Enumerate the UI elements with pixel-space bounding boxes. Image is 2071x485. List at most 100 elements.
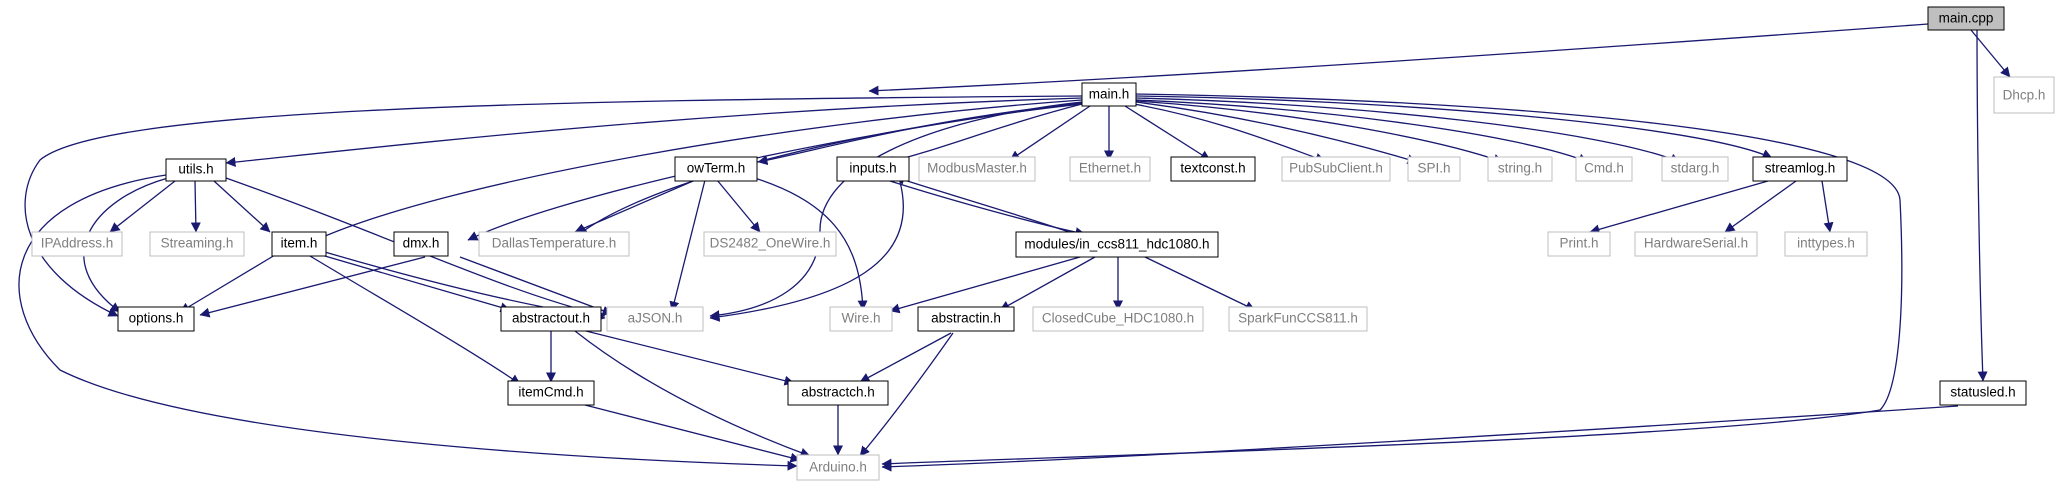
node-arduino-h[interactable]: Arduino.h <box>796 454 880 481</box>
svg-text:ClosedCube_HDC1080.h: ClosedCube_HDC1080.h <box>1042 311 1194 326</box>
svg-text:textconst.h: textconst.h <box>1180 161 1245 176</box>
edge-main-h-to-textconst <box>1124 105 1211 161</box>
svg-text:owTerm.h: owTerm.h <box>687 161 746 176</box>
edge-main-h-to-options-h <box>24 95 1083 317</box>
edge-main-h-to-utils-h <box>225 97 1083 167</box>
node-closedcube-hdc1080-h[interactable]: ClosedCube_HDC1080.h <box>1032 306 1204 332</box>
node-abstractch-h[interactable]: abstractch.h <box>787 380 889 406</box>
edge-item-to-abstractout <box>317 253 511 313</box>
edge-abstractout-to-abstractch <box>585 330 795 386</box>
node-sparkfunccs811-h[interactable]: SparkFunCCS811.h <box>1228 306 1368 332</box>
node-streamlog-h[interactable]: streamlog.h <box>1752 156 1848 182</box>
svg-text:DS2482_OneWire.h: DS2482_OneWire.h <box>710 236 831 251</box>
svg-text:PubSubClient.h: PubSubClient.h <box>1289 161 1383 176</box>
svg-text:main.cpp: main.cpp <box>1939 11 1994 26</box>
node-options-h[interactable]: options.h <box>117 306 195 332</box>
node-utils-h[interactable]: utils.h <box>165 158 227 182</box>
node-inttypes-h[interactable]: inttypes.h <box>1784 231 1868 257</box>
edge-dmx-to-ajson <box>459 256 613 316</box>
svg-text:Wire.h: Wire.h <box>841 311 880 326</box>
edge-inputs-to-modules <box>889 180 1086 238</box>
node-string-h[interactable]: string.h <box>1487 156 1553 182</box>
node-textconst-h[interactable]: textconst.h <box>1170 156 1256 182</box>
nodes: main.cpp main.h Dhcp.h statusled.h Ardui… <box>31 6 2055 481</box>
node-dhcp-h[interactable]: Dhcp.h <box>1993 76 2055 114</box>
svg-text:Print.h: Print.h <box>1559 236 1598 251</box>
svg-text:HardwareSerial.h: HardwareSerial.h <box>1644 236 1748 251</box>
node-ethernet-h[interactable]: Ethernet.h <box>1069 156 1151 182</box>
edge-main-h-to-item-h <box>315 99 1083 241</box>
edge-streamlog-to-hardwareserial <box>1724 180 1797 233</box>
svg-text:DallasTemperature.h: DallasTemperature.h <box>492 236 617 251</box>
edge-abstractout-to-arduino <box>574 330 811 458</box>
node-wire-h[interactable]: Wire.h <box>829 306 893 332</box>
edge-main-h-to-inputs <box>884 103 1083 166</box>
node-owterm-h[interactable]: owTerm.h <box>674 156 758 182</box>
edge-main-h-to-pubsub <box>1133 103 1326 163</box>
svg-text:stdarg.h: stdarg.h <box>1671 161 1720 176</box>
svg-text:Streaming.h: Streaming.h <box>161 236 234 251</box>
node-main-h[interactable]: main.h <box>1081 82 1137 107</box>
node-dallastemperature-h[interactable]: DallasTemperature.h <box>478 231 630 257</box>
edge-main-cpp-to-dhcp-h <box>1965 23 2011 78</box>
edge-item-to-options <box>179 254 276 313</box>
node-main-cpp[interactable]: main.cpp <box>1927 6 2005 31</box>
node-cmd-h[interactable]: Cmd.h <box>1575 156 1633 182</box>
edge-modules-to-sparkfun <box>1144 256 1256 311</box>
svg-text:Arduino.h: Arduino.h <box>809 460 867 475</box>
edge-main-cpp-to-statusled-h <box>1976 23 1988 382</box>
svg-text:inttypes.h: inttypes.h <box>1797 236 1855 251</box>
edge-inputs-to-ajson <box>709 181 905 322</box>
edge-itemcmd-to-arduino <box>584 404 801 463</box>
node-streaming-h[interactable]: Streaming.h <box>149 231 245 257</box>
node-abstractin-h[interactable]: abstractin.h <box>917 306 1015 332</box>
svg-text:utils.h: utils.h <box>178 162 213 177</box>
node-abstractout-h[interactable]: abstractout.h <box>500 306 602 332</box>
edge-main-h-to-cmd <box>1135 99 1589 164</box>
edges <box>18 23 2011 472</box>
node-modules-in-ccs811-hdc1080-h[interactable]: modules/in_ccs811_hdc1080.h <box>1015 231 1219 258</box>
node-statusled-h[interactable]: statusled.h <box>1939 380 2027 406</box>
node-ds2482-onewire-h[interactable]: DS2482_OneWire.h <box>703 231 837 257</box>
svg-text:Cmd.h: Cmd.h <box>1584 161 1624 176</box>
node-item-h[interactable]: item.h <box>271 231 327 257</box>
edge-utils-to-ipaddress <box>109 180 176 233</box>
svg-text:SPI.h: SPI.h <box>1417 161 1450 176</box>
svg-text:ModbusMaster.h: ModbusMaster.h <box>927 161 1027 176</box>
edge-utils-to-item <box>213 180 271 233</box>
edge-streamlog-to-inttypes <box>1821 180 1834 233</box>
edge-main-h-to-arduino <box>881 93 1903 469</box>
node-pubsubclient-h[interactable]: PubSubClient.h <box>1281 156 1391 182</box>
svg-text:modules/in_ccs811_hdc1080.h: modules/in_ccs811_hdc1080.h <box>1024 237 1209 252</box>
edge-owterm-to-wire <box>744 174 868 311</box>
edge-item-to-itemcmd <box>309 255 521 385</box>
svg-text:aJSON.h: aJSON.h <box>628 311 683 326</box>
edge-dmx-to-options <box>199 256 426 318</box>
svg-text:SparkFunCCS811.h: SparkFunCCS811.h <box>1238 311 1358 326</box>
edge-modules-to-inputs <box>894 175 1076 235</box>
node-spi-h[interactable]: SPI.h <box>1407 156 1461 182</box>
node-hardwareserial-h[interactable]: HardwareSerial.h <box>1634 231 1758 257</box>
svg-text:inputs.h: inputs.h <box>849 161 896 176</box>
edge-streamlog-to-print <box>1589 180 1769 235</box>
node-stdarg-h[interactable]: stdarg.h <box>1661 156 1729 182</box>
edge-main-h-to-stdarg <box>1135 97 1681 164</box>
node-itemcmd-h[interactable]: itemCmd.h <box>507 380 595 406</box>
node-ajson-h[interactable]: aJSON.h <box>606 306 704 332</box>
edge-owterm-to-ajson <box>669 179 706 312</box>
svg-text:streamlog.h: streamlog.h <box>1765 161 1836 176</box>
node-print-h[interactable]: Print.h <box>1547 231 1611 257</box>
node-dmx-h[interactable]: dmx.h <box>393 231 449 257</box>
node-modbusmaster-h[interactable]: ModbusMaster.h <box>918 156 1036 182</box>
edge-main-h-to-owterm <box>757 102 1083 166</box>
node-ipaddress-h[interactable]: IPAddress.h <box>31 231 123 257</box>
svg-text:Dhcp.h: Dhcp.h <box>2003 88 2046 103</box>
edge-main-cpp-to-main-h <box>868 23 1929 96</box>
node-inputs-h[interactable]: inputs.h <box>836 156 910 182</box>
edge-abstractin-to-abstractch <box>859 332 952 383</box>
edge-main-h-to-string <box>1135 100 1504 164</box>
edge-main-h-to-modbus <box>1009 105 1091 161</box>
edge-main-h-to-dallas <box>577 103 1083 236</box>
svg-text:itemCmd.h: itemCmd.h <box>518 385 583 400</box>
svg-text:IPAddress.h: IPAddress.h <box>41 236 114 251</box>
